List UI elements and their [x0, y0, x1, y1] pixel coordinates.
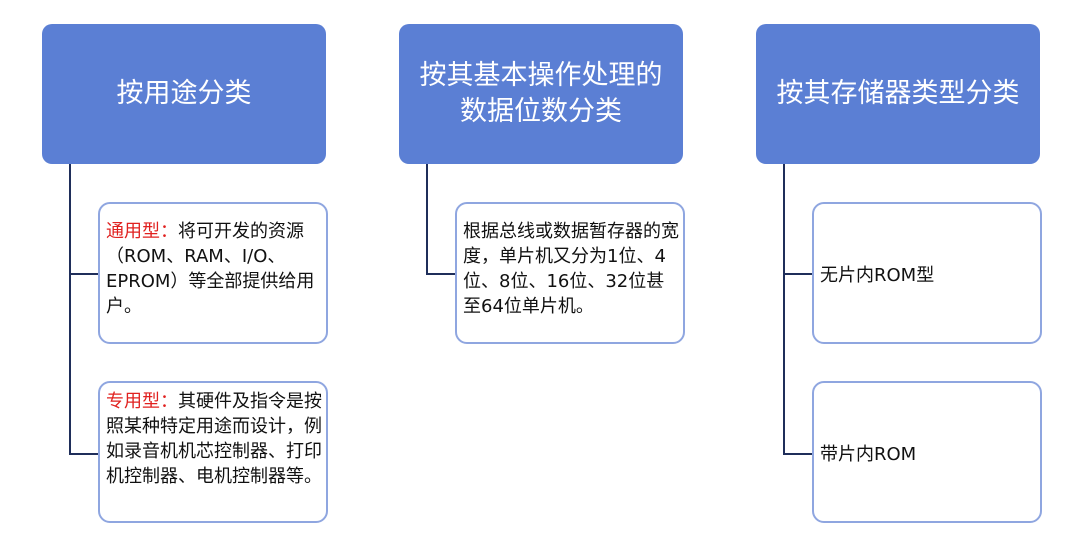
header-usage-text: 按用途分类 — [116, 78, 252, 109]
text-with-onchip-rom: 带片内ROM — [820, 444, 917, 465]
label-special-purpose: 专用型： — [106, 391, 178, 412]
text-no-onchip-rom: 无片内ROM型 — [820, 265, 935, 286]
connector-col1-branch1 — [69, 273, 99, 275]
box-data-width: 根据总线或数据暂存器的宽度，单片机又分为1位、4位、8位、16位、32位甚至64… — [455, 202, 685, 344]
header-data-width-line2: 数据位数分类 — [460, 96, 622, 127]
connector-col2-branch1 — [426, 273, 456, 275]
text-general-purpose: 将可开发的资源（ROM、RAM、I/O、EPROM）等全部提供给用户。 — [106, 221, 315, 317]
header-data-width-classification: 按其基本操作处理的 数据位数分类 — [399, 24, 683, 164]
box-special-purpose: 专用型：其硬件及指令是按照某种特定用途而设计，例如录音机机芯控制器、打印机控制器… — [98, 381, 328, 523]
connector-col1-branch2 — [69, 453, 99, 455]
header-data-width-line1: 按其基本操作处理的 — [419, 60, 663, 91]
connector-col3-branch1 — [783, 273, 813, 275]
connector-col3-branch2 — [783, 453, 813, 455]
connector-col3-vertical — [783, 164, 785, 454]
connector-col1-vertical — [69, 164, 71, 454]
header-memory-type-text: 按其存储器类型分类 — [776, 78, 1020, 109]
connector-col2-vertical — [426, 164, 428, 274]
label-general-purpose: 通用型： — [106, 221, 178, 242]
header-memory-type-classification: 按其存储器类型分类 — [756, 24, 1040, 164]
header-usage-classification: 按用途分类 — [42, 24, 326, 164]
box-with-onchip-rom: 带片内ROM — [812, 381, 1042, 523]
text-data-width: 根据总线或数据暂存器的宽度，单片机又分为1位、4位、8位、16位、32位甚至64… — [463, 221, 679, 317]
text-special-purpose: 其硬件及指令是按照某种特定用途而设计，例如录音机机芯控制器、打印机控制器、电机控… — [106, 391, 322, 487]
box-no-onchip-rom: 无片内ROM型 — [812, 202, 1042, 344]
box-general-purpose: 通用型：将可开发的资源（ROM、RAM、I/O、EPROM）等全部提供给用户。 — [98, 202, 328, 344]
